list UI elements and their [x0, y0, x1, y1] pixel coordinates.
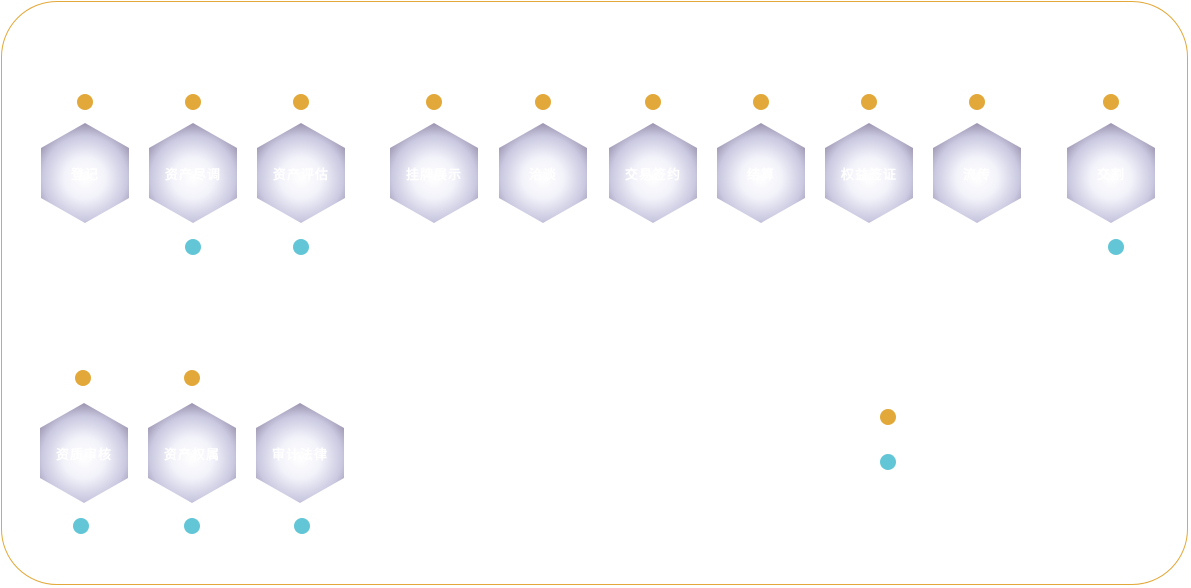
orange-marker — [1103, 94, 1119, 110]
orange-marker — [861, 94, 877, 110]
blue-marker — [293, 239, 309, 255]
step-label: 流传 — [962, 167, 991, 183]
process-step: 资产尽调 — [149, 123, 237, 223]
process-step: 权益签证 — [825, 123, 913, 223]
step-label: 结算 — [746, 167, 775, 183]
step-label: 交割 — [1096, 167, 1125, 183]
orange-marker — [75, 370, 91, 386]
process-step: 登记 — [41, 123, 129, 223]
process-step: 洽谈 — [499, 123, 587, 223]
step-label: 资产评估 — [272, 167, 329, 183]
step-label: 权益签证 — [840, 167, 897, 183]
step-label: 挂牌展示 — [405, 167, 462, 183]
blue-marker — [1108, 239, 1124, 255]
orange-marker — [753, 94, 769, 110]
legend-orange-dot — [880, 409, 896, 425]
blue-marker — [185, 239, 201, 255]
orange-marker — [426, 94, 442, 110]
legend-orange — [880, 409, 896, 425]
legend-blue-dot — [880, 454, 896, 470]
step-label: 审计法律 — [271, 447, 328, 463]
step-label: 登记 — [70, 167, 99, 183]
orange-marker — [184, 370, 200, 386]
blue-marker — [294, 518, 310, 534]
step-label: 资产尽调 — [164, 167, 221, 183]
orange-marker — [185, 94, 201, 110]
step-label: 洽谈 — [528, 167, 557, 183]
orange-marker — [77, 94, 93, 110]
orange-marker — [969, 94, 985, 110]
step-label: 资产权属 — [163, 447, 220, 463]
step-label: 资质审核 — [55, 447, 112, 463]
orange-marker — [645, 94, 661, 110]
orange-marker — [535, 94, 551, 110]
blue-marker — [184, 518, 200, 534]
blue-marker — [73, 518, 89, 534]
orange-marker — [293, 94, 309, 110]
process-step: 结算 — [717, 123, 805, 223]
step-label: 交易签约 — [624, 167, 681, 183]
process-step: 流传 — [933, 123, 1021, 223]
legend-blue — [880, 454, 896, 470]
process-step: 交易签约 — [609, 123, 697, 223]
